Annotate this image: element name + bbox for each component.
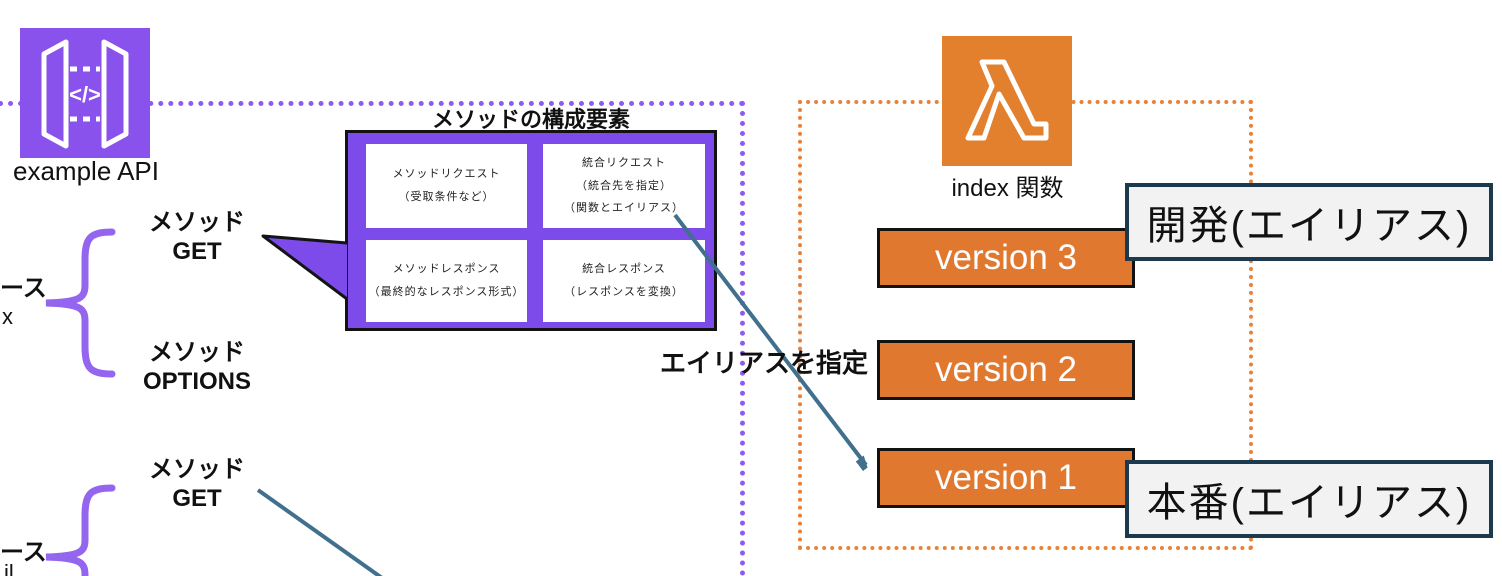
lambda-name-label: index 関数	[951, 175, 1064, 202]
resource-bottom-fragment: ース	[0, 539, 47, 566]
callout-cell-method-response: メソッドレスポンス （最終的なレスポンス形式）	[366, 240, 527, 322]
method-label-line: GET	[172, 238, 222, 265]
callout-cell-method-request: メソッドリクエスト （受取条件など）	[366, 144, 527, 228]
alias-prod-box: 本番(エイリアス)	[1125, 460, 1493, 538]
callout-cell-integration-response: 統合レスポンス （レスポンスを変換）	[543, 240, 705, 322]
svg-text:</>: </>	[69, 82, 101, 107]
cell-text: 統合レスポンス	[582, 263, 666, 276]
method-get-bottom-label: メソッド GET	[118, 455, 276, 513]
method-label-line: OPTIONS	[142, 368, 251, 395]
alias-annotation: エイリアスを指定	[660, 348, 869, 378]
resource-bottom-fragment-2: il	[4, 560, 14, 576]
method-get-top-label: メソッド GET	[118, 208, 276, 266]
cell-text: 統合リクエスト	[582, 157, 666, 170]
resource-top-fragment: ース	[0, 275, 47, 302]
callout-cell-integration-request: 統合リクエスト （統合先を指定） （関数とエイリアス）	[543, 144, 705, 228]
cell-text: （統合先を指定）	[576, 179, 672, 192]
method-label-line: メソッド	[149, 456, 245, 483]
version-2-box: version 2	[877, 340, 1135, 400]
callout-title: メソッドの構成要素	[429, 107, 632, 134]
alias-dev-box: 開発(エイリアス)	[1125, 183, 1493, 261]
cell-text: メソッドリクエスト	[392, 168, 501, 181]
resource-top-fragment-2: x	[2, 304, 13, 329]
cell-text: （関数とエイリアス）	[564, 202, 684, 215]
cell-text: （受取条件など）	[398, 191, 495, 203]
api-name-label: example API	[13, 156, 159, 186]
method-options-label: メソッド OPTIONS	[108, 338, 286, 396]
method-label-line: メソッド	[149, 339, 245, 366]
cell-text: （最終的なレスポンス形式）	[368, 286, 525, 298]
version-3-box: version 3	[877, 228, 1135, 288]
cell-text: （レスポンスを変換）	[564, 286, 684, 298]
cell-text: メソッドレスポンス	[392, 263, 501, 276]
method-label-line: メソッド	[149, 209, 245, 236]
version-1-box: version 1	[877, 448, 1135, 508]
method-label-line: GET	[172, 485, 222, 512]
lambda-icon	[942, 36, 1072, 166]
api-gateway-icon: </>	[20, 28, 150, 158]
